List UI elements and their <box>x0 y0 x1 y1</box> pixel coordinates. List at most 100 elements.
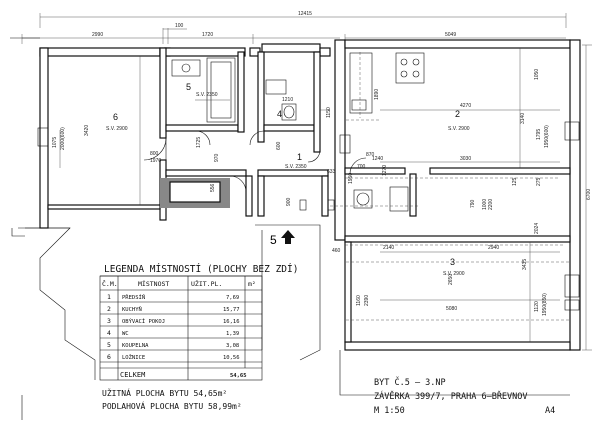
dim-1160: 1160 <box>356 295 362 306</box>
dim-right-total: 6700 <box>586 189 592 200</box>
legend-row-name: KOUPELNA <box>122 343 149 349</box>
dim-970: 970 <box>214 153 220 162</box>
legend-row-name: LOŽNICE <box>122 353 145 361</box>
legend-row-name: PŘEDSÍŇ <box>122 293 145 301</box>
dim-1950-850: 1950(850) <box>542 293 548 316</box>
windows <box>37 121 580 311</box>
dim-5080: 5080 <box>446 306 457 312</box>
dim-1970: 1970 <box>150 158 161 164</box>
kitchen-counter-icon <box>349 52 373 114</box>
dim-1075: 1075 <box>52 137 58 148</box>
dim-600: 600 <box>276 141 282 150</box>
dim-3140: 3140 <box>520 113 526 124</box>
legend-total-label: CELKEM <box>120 371 145 379</box>
dim-1725: 1725 <box>196 137 202 148</box>
legend-row-area: 10,56 <box>223 355 240 361</box>
dim-1240: 1240 <box>372 156 383 162</box>
dim-125: 125 <box>512 177 518 186</box>
legend-row-name: WC <box>122 331 129 337</box>
dim-4270: 4270 <box>460 103 471 109</box>
room-number-5: 5 <box>186 82 191 92</box>
room-number-1: 1 <box>297 152 302 162</box>
legend-row-area: 1,39 <box>226 331 239 337</box>
dim-790: 790 <box>470 199 476 208</box>
dim-1950: 1950 <box>348 173 354 184</box>
legend-row-name: KUCHYŇ <box>122 306 142 313</box>
bathtub-icon <box>206 57 236 123</box>
dim-900: 900 <box>286 197 292 206</box>
room-sv-5: S.V. 2350 <box>196 92 218 98</box>
dim-2000-600: 2000(600) <box>60 127 66 150</box>
legend-row-area: 16,16 <box>223 319 240 325</box>
dim-1210: 1210 <box>282 97 293 103</box>
dim-2140: 2140 <box>383 245 394 251</box>
dim-1270: 1270 <box>382 165 388 176</box>
legend-row-area: 7,69 <box>226 295 239 301</box>
washer-icon <box>353 189 373 209</box>
info-paper: A4 <box>545 406 555 416</box>
kitchen-sink-icon <box>351 99 367 111</box>
sink-icon <box>265 79 287 95</box>
room-sv-3: S.V. 2900 <box>443 271 465 277</box>
legend-header-no: Č.M. <box>102 279 118 288</box>
dim-2390: 2390 <box>364 295 370 306</box>
dim-top-left: 2990 <box>92 32 103 38</box>
legend-row-area: 15,77 <box>223 307 240 313</box>
dim-top-1720: 1720 <box>202 32 213 38</box>
room-sv-1: S.V. 2350 <box>285 164 307 170</box>
legend-header-area: UŽIT.PL. <box>191 279 222 288</box>
room-labels: 1 S.V. 2350 2 S.V. 2900 3 S.V. 2900 4 5 … <box>106 82 470 277</box>
top-dimensions: 12415 2990 100 1720 5049 <box>21 11 567 44</box>
entrance-label: 5 <box>270 233 277 247</box>
info-address: ZÁVĚRKA 399/7, PRAHA 6–BŘEVNOV <box>374 390 528 402</box>
legend-row-no: 4 <box>107 329 111 337</box>
dim-700: 700 <box>357 164 366 170</box>
dim-556: 556 <box>210 183 216 192</box>
dim-800: 800 <box>150 151 159 157</box>
washbasin-icon <box>171 59 201 77</box>
fixtures <box>171 52 425 212</box>
room-sv-6: S.V. 2900 <box>106 126 128 132</box>
legend-row-no: 3 <box>107 317 111 325</box>
dim-460: 460 <box>332 248 341 254</box>
doors <box>143 130 367 193</box>
dim-2940: 2940 <box>488 245 499 251</box>
legend-table: LEGENDA MÍSTNOSTÍ (PLOCHY BEZ ZDÍ) Č.M. … <box>99 263 298 381</box>
legend-row-name: OBÝVACÍ POKOJ <box>122 317 165 325</box>
building-outline <box>10 37 570 420</box>
legend-row-area: 3,08 <box>226 343 239 349</box>
dim-3420: 3420 <box>84 125 90 136</box>
legend-title: LEGENDA MÍSTNOSTÍ (PLOCHY BEZ ZDÍ) <box>104 263 298 275</box>
entrance-marker: 5 <box>270 230 295 247</box>
dim-2650: 2650 <box>448 274 454 285</box>
dim-top-right: 5049 <box>445 32 456 38</box>
dim-633: 633 <box>327 169 336 175</box>
info-apartment: BYT Č.5 – 3.NP <box>374 376 446 388</box>
legend-row-no: 2 <box>107 305 111 313</box>
floor-area-text: PODLAHOVÁ PLOCHA BYTU 58,99m² <box>102 400 242 411</box>
dim-3030: 3030 <box>460 156 471 162</box>
dim-top-100: 100 <box>175 23 184 29</box>
toilet-icon <box>281 103 297 121</box>
room-number-6: 6 <box>113 112 118 122</box>
room-sv-2: S.V. 2900 <box>448 126 470 132</box>
legend-row-no: 5 <box>107 341 111 349</box>
entrance-arrow-icon <box>281 230 295 244</box>
project-info: BYT Č.5 – 3.NP ZÁVĚRKA 399/7, PRAHA 6–BŘ… <box>374 376 555 416</box>
room-number-3: 3 <box>450 257 455 267</box>
dim-1890: 1890 <box>374 89 380 100</box>
legend-total-value: 54,65 <box>230 373 247 379</box>
dim-1000: 1000 <box>482 199 488 210</box>
dim-3435: 3435 <box>522 259 528 270</box>
legend-row-no: 1 <box>107 293 111 301</box>
dim-total-top: 12415 <box>298 11 312 17</box>
dim-1150: 1150 <box>326 107 332 118</box>
legend-header-unit: m² <box>248 280 256 288</box>
dim-275: 275 <box>536 177 542 186</box>
dim-1950-600: 1950(600) <box>544 125 550 148</box>
dim-870: 870 <box>366 152 375 158</box>
dim-2200: 2200 <box>488 199 494 210</box>
dim-1050: 1050 <box>534 69 540 80</box>
dashed-lines <box>330 52 570 321</box>
